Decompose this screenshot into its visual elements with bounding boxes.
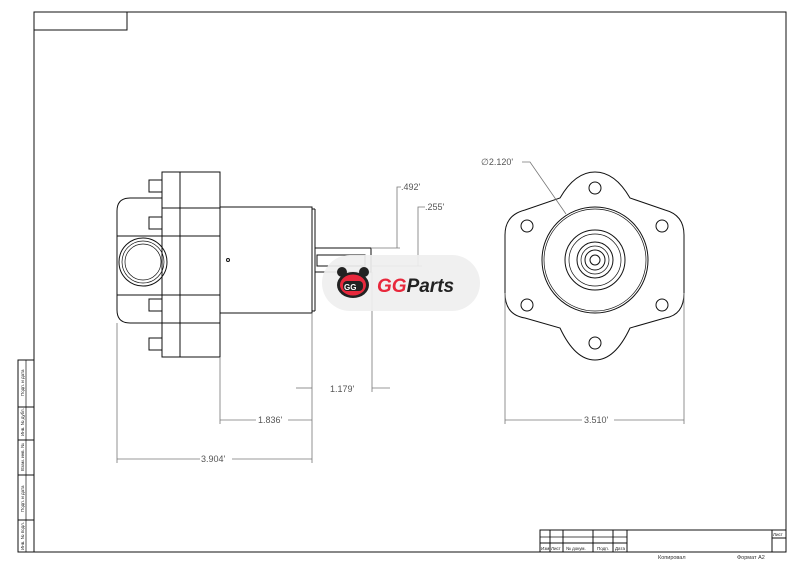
dim-flange-width: 3.510' bbox=[584, 415, 609, 425]
dim-key-width: .492' bbox=[401, 182, 421, 192]
tb-header: Подп. bbox=[597, 546, 609, 551]
flange-outline bbox=[504, 171, 685, 361]
strip-label: Подп. и дата bbox=[20, 369, 25, 396]
dim-body-length: 1.836' bbox=[258, 415, 283, 425]
mount-hole bbox=[655, 298, 669, 312]
dim-overall-length: 3.904' bbox=[201, 454, 226, 464]
brand-parts: Parts bbox=[407, 276, 455, 297]
title-block: Изм. Лист № докум. Подп. Дата Лист Копир… bbox=[539, 529, 787, 561]
dim-shaft-length: 1.179' bbox=[330, 384, 355, 394]
ggparts-watermark: GG GGParts bbox=[322, 255, 480, 311]
strip-label: Инв. № дубл. bbox=[20, 408, 25, 436]
front-view bbox=[116, 171, 372, 358]
tb-copied: Копировал bbox=[658, 555, 686, 561]
dim-key-depth: .255' bbox=[425, 202, 445, 212]
svg-text:GGParts: GGParts bbox=[377, 276, 454, 297]
side-strip: Подп. и дата Инв. № дубл. Взам. инв. № П… bbox=[17, 359, 35, 553]
dim-pilot-diameter: ∅2.120' bbox=[481, 157, 513, 167]
mount-hole bbox=[520, 298, 534, 312]
mount-hole bbox=[655, 219, 669, 233]
strip-label: Инв. № подл. bbox=[20, 522, 25, 550]
motor-body bbox=[219, 206, 313, 314]
tb-format: Формат A2 bbox=[737, 555, 765, 561]
end-dimensions: ∅2.120' 3.510' bbox=[481, 157, 685, 425]
tb-header: № докум. bbox=[566, 546, 586, 551]
strip-label: Подп. и дата bbox=[20, 485, 25, 512]
top-left-box bbox=[33, 11, 128, 31]
tb-header: Дата bbox=[615, 546, 625, 551]
bolt-heads bbox=[148, 179, 163, 351]
tb-sheet-label: Лист bbox=[773, 532, 783, 537]
mount-hole bbox=[588, 336, 602, 350]
port-circle bbox=[118, 237, 168, 287]
flange-block bbox=[161, 171, 221, 358]
tb-header: Лист bbox=[551, 546, 561, 551]
mount-hole bbox=[588, 181, 602, 195]
end-view bbox=[504, 171, 685, 361]
tb-header: Изм. bbox=[541, 546, 551, 551]
svg-text:GG: GG bbox=[344, 283, 356, 292]
pilot-circle bbox=[541, 206, 649, 314]
brand-gg: GG bbox=[377, 276, 407, 297]
strip-label: Взам. инв. № bbox=[20, 443, 25, 471]
mount-hole bbox=[520, 219, 534, 233]
drawing-frame bbox=[33, 11, 787, 553]
pig-logo-icon: GG bbox=[337, 267, 369, 298]
